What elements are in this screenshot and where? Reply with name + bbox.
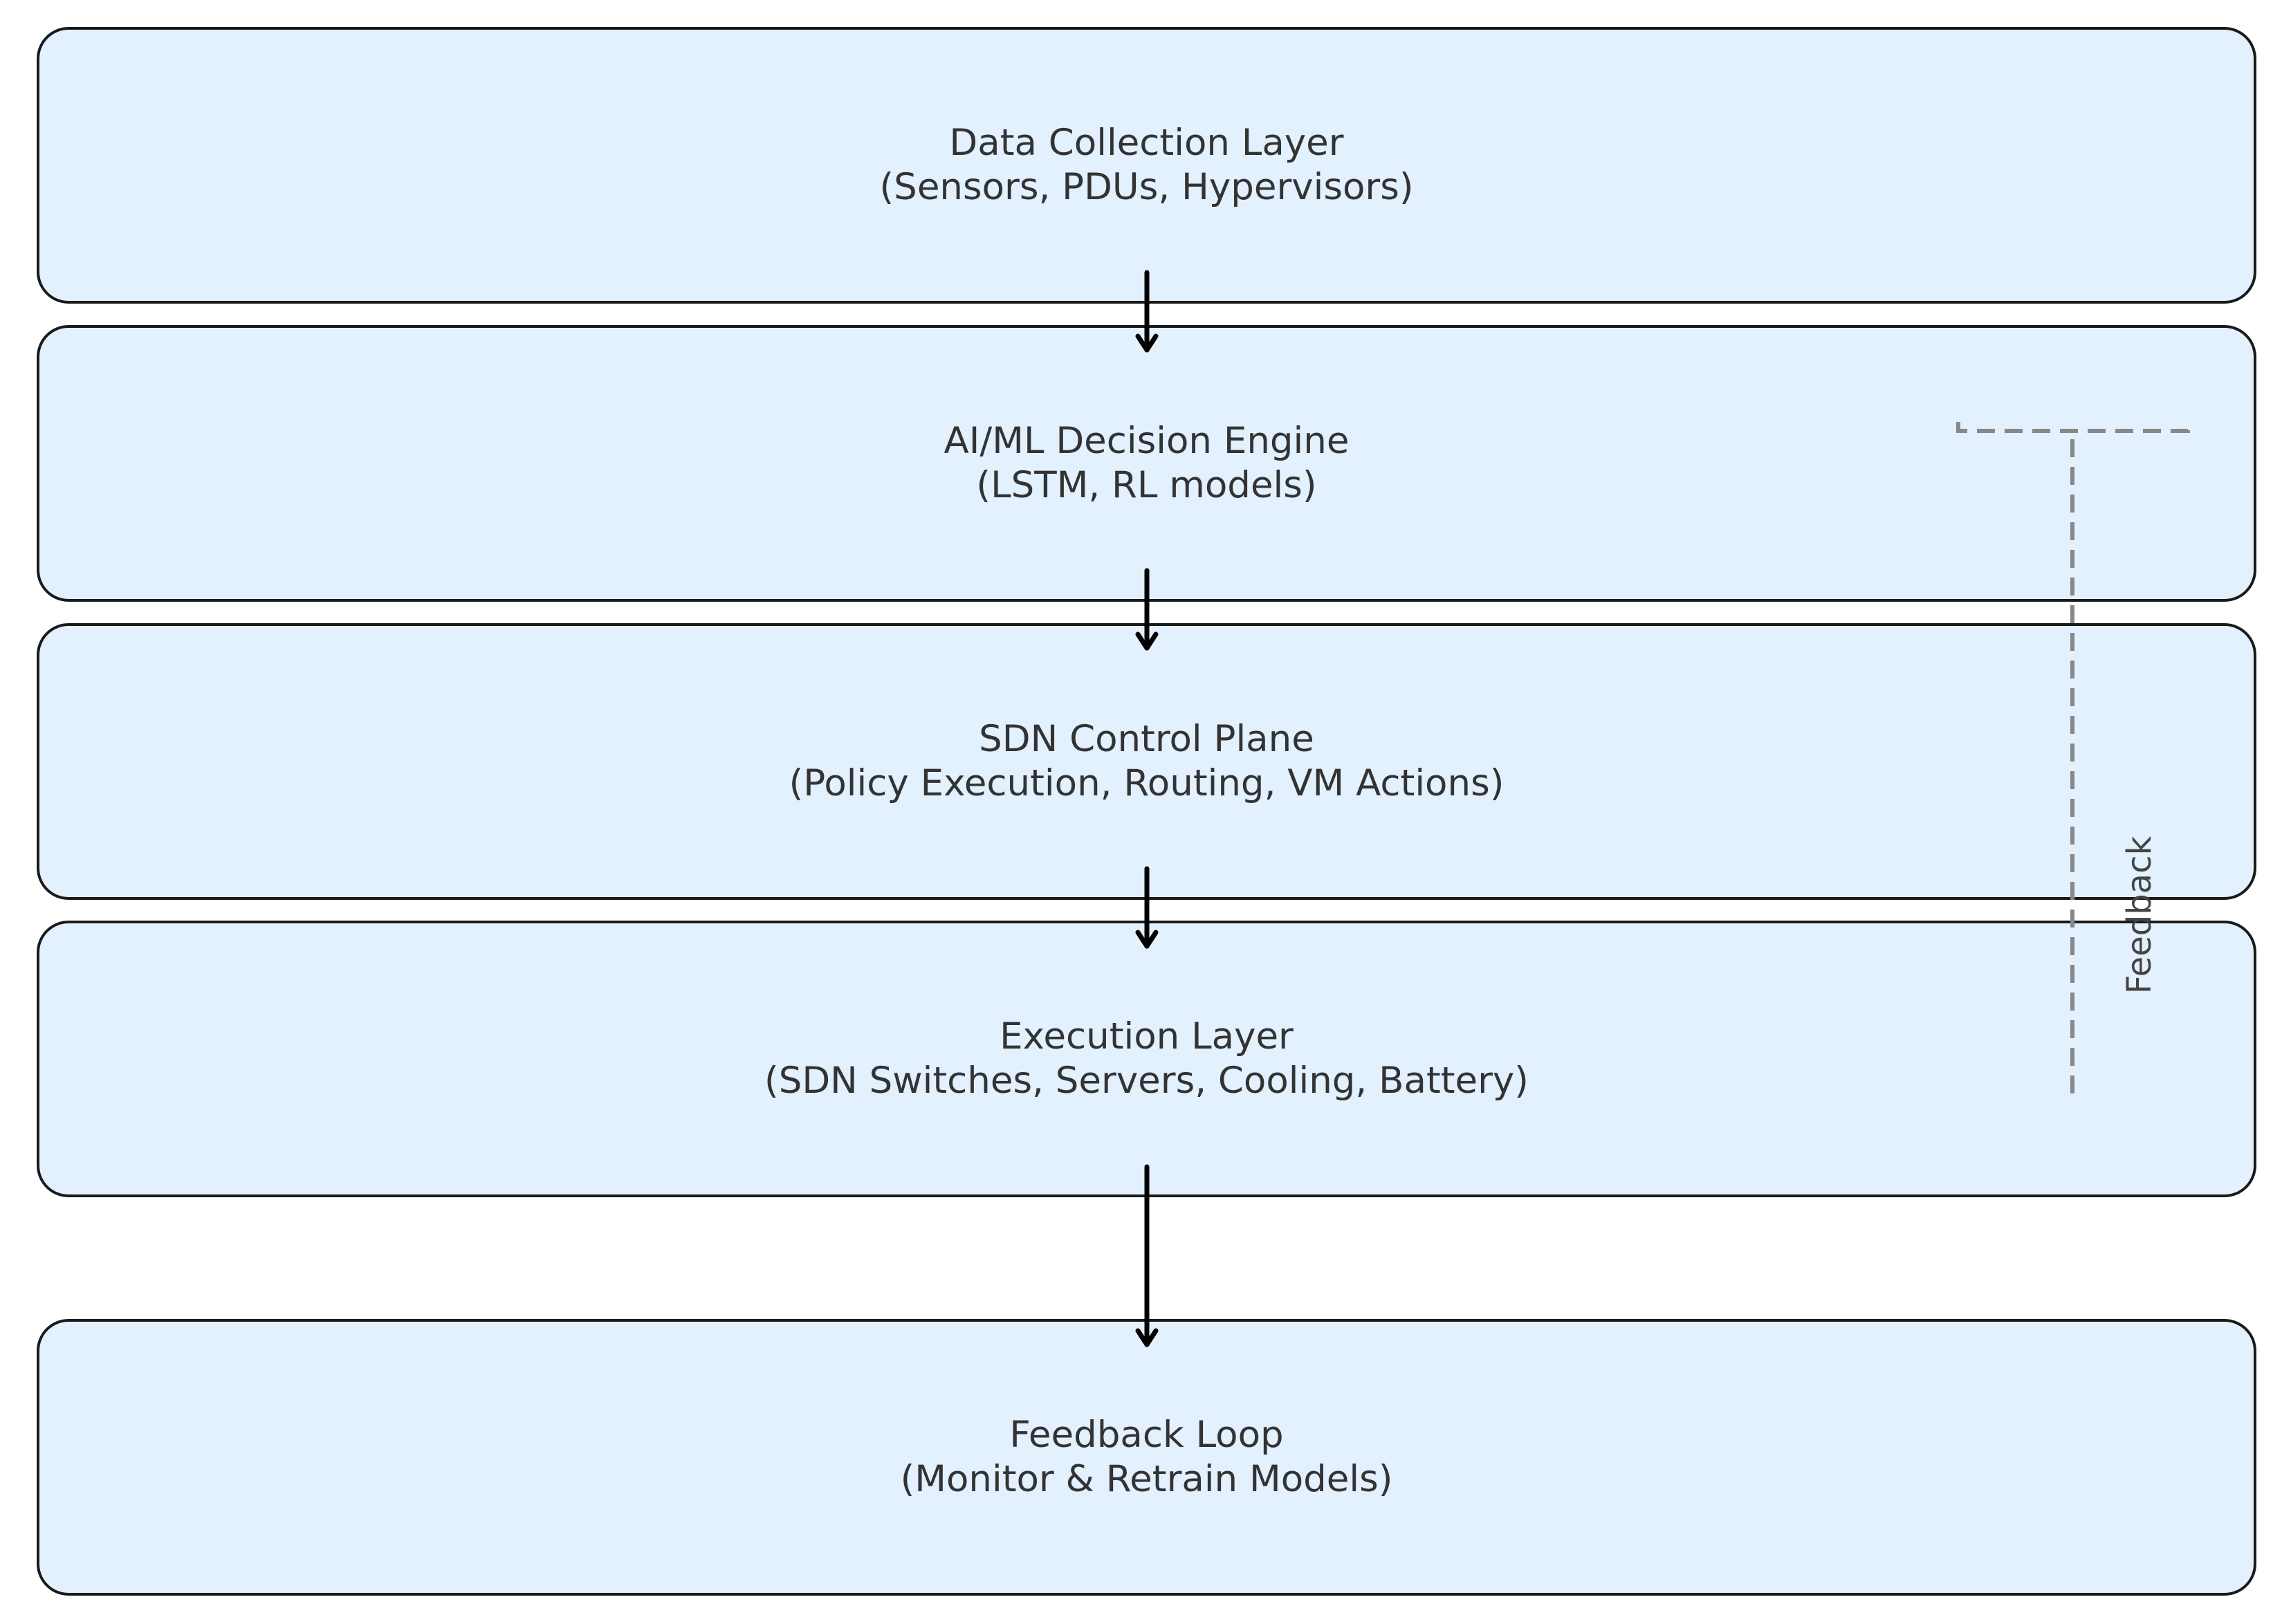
execution-layer-box: Execution Layer (SDN Switches, Servers, … <box>37 921 2256 1197</box>
layer-subtitle: (SDN Switches, Servers, Cooling, Battery… <box>764 1060 1529 1102</box>
layer-title: Feedback Loop <box>1009 1414 1284 1456</box>
layer-subtitle: (Policy Execution, Routing, VM Actions) <box>789 762 1505 804</box>
layer-title: Execution Layer <box>1000 1015 1294 1058</box>
layer-subtitle: (Monitor & Retrain Models) <box>900 1458 1393 1500</box>
data-collection-layer-box: Data Collection Layer (Sensors, PDUs, Hy… <box>37 27 2256 304</box>
ai-ml-decision-engine-box: AI/ML Decision Engine (LSTM, RL models) <box>37 325 2256 602</box>
layer-title: SDN Control Plane <box>979 718 1314 760</box>
feedback-loop-box: Feedback Loop (Monitor & Retrain Models) <box>37 1319 2256 1596</box>
layer-title: AI/ML Decision Engine <box>944 420 1350 462</box>
layer-subtitle: (LSTM, RL models) <box>976 464 1317 506</box>
feedback-label-text: Feedback <box>2120 836 2159 995</box>
layer-subtitle: (Sensors, PDUs, Hypervisors) <box>879 166 1414 208</box>
sdn-control-plane-box: SDN Control Plane (Policy Execution, Rou… <box>37 623 2256 900</box>
layer-title: Data Collection Layer <box>949 122 1344 164</box>
